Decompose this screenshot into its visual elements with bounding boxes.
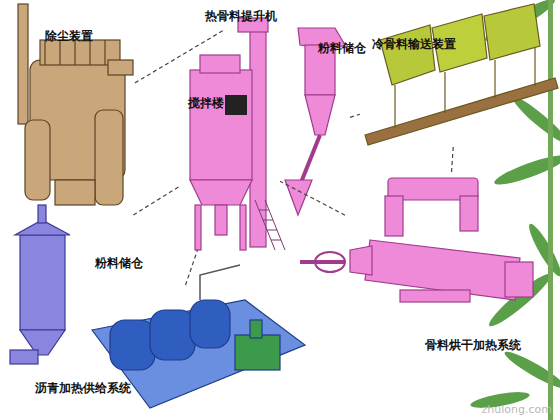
dashed-connector bbox=[133, 186, 180, 215]
cold-feed-unit: 冷骨料输送装置 bbox=[360, 22, 555, 147]
dashed-connector bbox=[280, 181, 345, 215]
part-label: 粉料储仓 bbox=[95, 255, 143, 272]
powder-silo: 粉料储仓 bbox=[5, 215, 165, 275]
part-label: 冷骨料输送装置 bbox=[372, 36, 456, 53]
dashed-connector bbox=[135, 30, 224, 83]
asphalt-system: 沥青加热供给系统 bbox=[30, 285, 300, 405]
powder-silo: 粉料储仓 bbox=[280, 38, 350, 218]
dashed-connector bbox=[350, 114, 360, 117]
dryer-system: 骨料烘干加热系统 bbox=[345, 175, 545, 360]
part-label: 热骨料提升机 bbox=[205, 8, 277, 25]
part-label: 除尘装置 bbox=[45, 28, 93, 45]
dashed-connector bbox=[451, 147, 453, 175]
part-label: 粉料储仓 bbox=[318, 40, 366, 57]
mixing-tower: 搅拌楼 bbox=[180, 60, 280, 250]
part-label: 搅拌楼 bbox=[188, 95, 224, 112]
dashed-connector bbox=[186, 250, 198, 285]
dust-collector: 除尘装置 bbox=[10, 20, 135, 220]
part-label: 沥青加热供给系统 bbox=[35, 380, 131, 397]
watermark: zhulong.com bbox=[482, 403, 552, 416]
hot-elevator: 热骨料提升机 bbox=[200, 5, 290, 30]
part-label: 骨料烘干加热系统 bbox=[425, 337, 521, 354]
